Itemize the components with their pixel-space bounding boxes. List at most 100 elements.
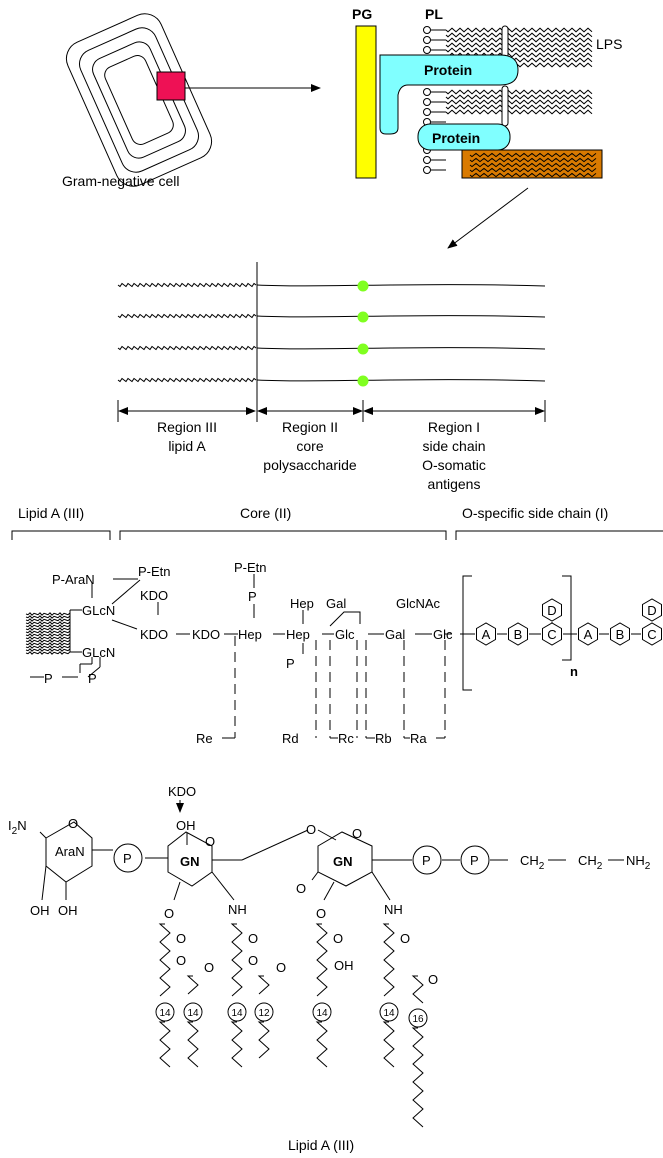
acyl-oxygen-label: O: [276, 960, 286, 975]
protein-label-bottom: Protein: [432, 130, 480, 146]
gn-right-side-o: O: [296, 881, 306, 896]
gn-left-label: GN: [180, 854, 200, 869]
region2-label: Region II: [282, 419, 338, 435]
polysaccharide-strand: [256, 284, 546, 287]
hatch-line: [25, 618, 71, 622]
acyl-oxygen-label: O: [176, 931, 186, 946]
chain-length-circle: [312, 1002, 332, 1022]
gn-right-ring-o: O: [352, 826, 362, 841]
cut-rc-label: Rc: [338, 731, 354, 746]
lps-strand-lines: [117, 282, 546, 383]
chain-length-circle: [408, 1008, 428, 1028]
chain-length-label: 16: [412, 1014, 424, 1025]
unit-d-hexagon: [642, 598, 662, 622]
ch2-label-1: CH2: [520, 853, 545, 872]
region3-sublabel: lipid A: [168, 438, 206, 454]
phospholipid-head: [423, 88, 431, 96]
phosphate-label-1: P: [123, 851, 132, 866]
lipid-a-strand: [117, 282, 257, 288]
hep-label-2: Hep: [286, 627, 310, 642]
green-marker-dot: [357, 311, 369, 323]
green-marker-dot: [357, 375, 369, 387]
acyl-oxygen-label: O: [248, 931, 258, 946]
phospholipid-heads: [423, 26, 446, 174]
polysaccharide-strand: [256, 315, 546, 318]
phosphate-circle-2: [412, 845, 442, 875]
kdo-chain-label: KDO: [192, 627, 220, 642]
unit-a-hexagon: [476, 622, 496, 646]
cut-rd-label: Rd: [282, 731, 299, 746]
lps-block-line: [469, 162, 597, 168]
kdo-top-label: KDO: [140, 588, 168, 603]
hatch-line: [25, 642, 71, 646]
cut-re-label: Re: [196, 731, 213, 746]
lps-chain-line: [445, 89, 593, 95]
lipid-a-kdo-label: KDO: [168, 784, 196, 799]
p-chain-label: P: [44, 671, 53, 686]
chain-length-label: 14: [159, 1008, 171, 1019]
lipid-a-oh-top: OH: [176, 818, 196, 833]
lipid-a-bonds: [39, 800, 624, 901]
pl-label: PL: [425, 6, 443, 22]
i2n-label: I2N: [8, 818, 27, 837]
chain-length-label: 14: [187, 1008, 199, 1019]
repeat-bracket-left: [462, 575, 472, 691]
unit-b-label: B: [514, 627, 523, 642]
core-header: Core (II): [240, 505, 291, 521]
phospholipid-head: [423, 166, 431, 174]
unit-a-label: A: [584, 627, 593, 642]
acyl-chain-lower: [158, 1021, 171, 1068]
acyl-chain-upper: [158, 923, 171, 997]
acyl-chain-upper: [382, 923, 395, 997]
lps-label: LPS: [596, 36, 622, 52]
core-truncation-lines: [222, 636, 446, 739]
hatch-line: [25, 615, 71, 619]
lps-wavy-lines: [445, 25, 593, 127]
phosphate-label-2: P: [422, 853, 431, 868]
lipid-a-strand: [117, 313, 257, 319]
lps-chain-line: [445, 94, 593, 100]
green-marker-dot: [357, 343, 369, 355]
region1-sublabel-1: side chain: [422, 438, 485, 454]
chain-length-circle: [379, 1002, 399, 1022]
acyl-oxygen-label: O: [176, 953, 186, 968]
nh-right-label: NH: [384, 902, 403, 917]
cut-rb-label: Rb: [375, 731, 392, 746]
lps-chain-line: [445, 32, 593, 38]
acyl-oxygen-label: O: [333, 931, 343, 946]
unit-c-label: C: [647, 627, 656, 642]
hep-top-label: Hep: [290, 596, 314, 611]
unit-d-label: D: [547, 603, 556, 618]
lipid-a-strand: [117, 345, 257, 351]
p-left-label: P: [88, 671, 97, 686]
lps-chain-line: [445, 99, 593, 105]
hatch-line: [25, 627, 71, 631]
chain-length-circle: [227, 1002, 247, 1022]
acyl-chain-upper: [230, 923, 243, 997]
region1-label: Region I: [428, 419, 480, 435]
peptidoglycan-layer: [355, 25, 377, 179]
protein-label-top: Protein: [424, 62, 472, 78]
aran-ring-o: O: [68, 816, 78, 831]
repeat-n-label: n: [570, 664, 578, 679]
acyl-chain-upper: [315, 923, 328, 997]
acyl-chain-upper: [257, 975, 270, 995]
nh2-label: NH2: [626, 853, 651, 872]
lps-block-line: [469, 152, 597, 158]
hatch-line: [25, 630, 71, 634]
chain-length-label: 14: [316, 1008, 328, 1019]
polysaccharide-strand: [256, 379, 546, 382]
phospholipid-head: [423, 46, 431, 54]
lipid-a-caption: Lipid A (III): [288, 1137, 354, 1153]
cut-ra-label: Ra: [410, 731, 427, 746]
hatch-line: [25, 612, 71, 616]
gram-negative-cell-icon: [65, 13, 213, 187]
aran-oh-2: OH: [58, 903, 78, 918]
p-etn-label-2: P-Etn: [234, 560, 267, 575]
phosphate-label-3: P: [470, 853, 479, 868]
gal-top-label: Gal: [326, 596, 346, 611]
acyl-chain-lower: [315, 1021, 328, 1068]
hatch-line: [25, 621, 71, 625]
phospholipid-head: [423, 156, 431, 164]
